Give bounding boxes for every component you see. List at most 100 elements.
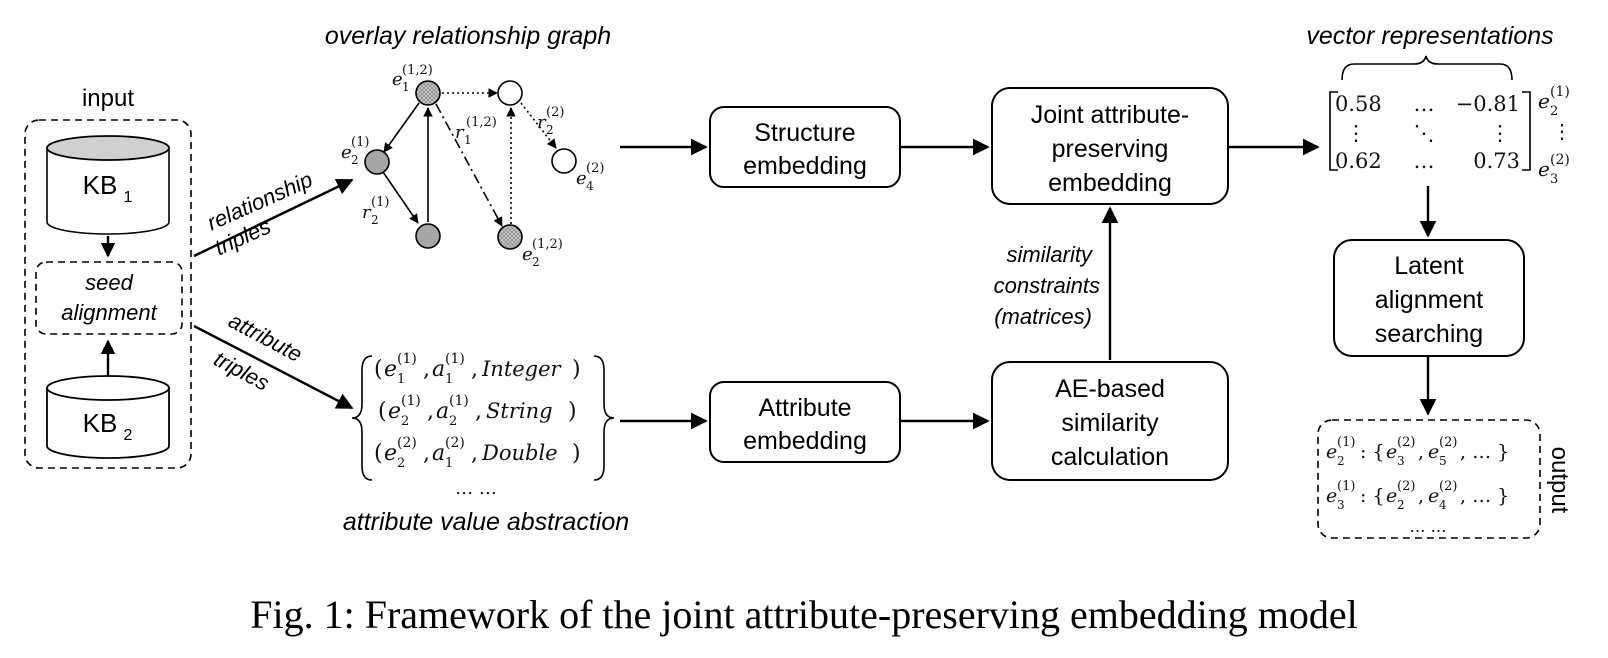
svg-text:2: 2 <box>397 456 405 471</box>
label-e4-2: e 4 (2) <box>576 161 604 193</box>
matrix-row-label-mid: ⋮ <box>1552 119 1572 143</box>
seed-alignment-box <box>35 261 183 335</box>
svg-text:,: , <box>427 399 434 424</box>
matrix-row-label-1: e 2 (1) <box>1538 84 1570 119</box>
svg-text:(2): (2) <box>1397 479 1415 494</box>
attribute-title: attribute value abstraction <box>343 508 629 536</box>
matrix-right-bracket <box>1522 91 1531 171</box>
input-dashed-border <box>24 119 192 469</box>
svg-text:(1): (1) <box>1337 435 1355 450</box>
svg-text:2: 2 <box>546 123 554 137</box>
svg-text:3: 3 <box>1550 172 1558 187</box>
svg-text:e: e <box>1326 441 1337 463</box>
label-e2-12: e 2 (1,2) <box>522 237 563 269</box>
output-group: e 2 (1) : { e 3 (2) , e 5 (2) , … } e 3 … <box>1317 419 1573 539</box>
svg-text:e: e <box>576 168 587 189</box>
svg-text:,: , <box>471 357 478 382</box>
kb2-cylinder: KB 2 <box>46 375 170 459</box>
latent-line2: alignment <box>1375 286 1483 314</box>
joint-line2: preserving <box>1052 135 1169 163</box>
svg-text:(2): (2) <box>546 105 564 120</box>
svg-text:Double: Double <box>481 441 558 465</box>
svg-text:e: e <box>1538 157 1550 181</box>
label-r2-2: r 2 (2) <box>537 105 564 137</box>
svg-text:e: e <box>1326 485 1337 507</box>
latent-line3: searching <box>1375 320 1483 348</box>
triple-arrows: relationship triples attribute triples <box>193 167 354 410</box>
ae-line2: similarity <box>1061 409 1159 437</box>
svg-text:, … }: , … } <box>1460 441 1509 463</box>
vectors-top-brace <box>1341 55 1513 81</box>
svg-text:1: 1 <box>445 372 453 387</box>
svg-text:(2): (2) <box>1397 435 1415 450</box>
latent-line1: Latent <box>1394 252 1464 280</box>
svg-text:5: 5 <box>1439 454 1447 468</box>
svg-text:(2): (2) <box>1439 435 1457 450</box>
svg-text:): ) <box>572 357 581 382</box>
svg-text:(2): (2) <box>1550 152 1570 168</box>
attr-row-3: ( e 2 (2) , a 1 (2) , Double ) <box>374 435 581 471</box>
kb1-subscript: 1 <box>124 189 133 206</box>
relationship-graph: overlay relationship graph e 1 (1,2) e 2… <box>325 22 611 269</box>
node-e2-12 <box>497 224 523 250</box>
matrix-cell-21: ⋮ <box>1346 121 1367 145</box>
svg-text:(1,2): (1,2) <box>402 63 433 78</box>
label-e1-12: e 1 (1,2) <box>392 63 433 94</box>
svg-text:(1): (1) <box>371 195 389 210</box>
svg-text:3: 3 <box>1397 454 1405 468</box>
node-bottom <box>415 223 441 249</box>
svg-text:String: String <box>486 399 553 423</box>
joint-embedding-box: Joint attribute- preserving embedding <box>991 87 1229 205</box>
svg-text:1: 1 <box>397 372 405 387</box>
matrix-row-label-3: e 3 (2) <box>1538 152 1570 187</box>
node-top-right <box>497 80 523 106</box>
svg-text:,: , <box>471 441 478 466</box>
svg-text:Integer: Integer <box>481 357 563 381</box>
kb1-cylinder: KB 1 <box>46 135 170 235</box>
structure-line1: Structure <box>754 119 855 147</box>
relationship-triples-arrow <box>193 178 354 258</box>
svg-text:r: r <box>455 122 465 143</box>
svg-text:(1,2): (1,2) <box>532 237 563 252</box>
svg-text:(1): (1) <box>1337 479 1355 494</box>
svg-text:(1): (1) <box>449 393 469 409</box>
svg-text:,: , <box>423 441 430 466</box>
svg-text:a: a <box>432 441 445 466</box>
svg-text:2: 2 <box>371 213 379 227</box>
svg-text:1: 1 <box>402 80 410 94</box>
ae-line1: AE-based <box>1055 375 1165 403</box>
matrix-cell-31: 0.62 <box>1335 149 1382 173</box>
node-e4-2 <box>551 148 577 174</box>
edge-e1-to-e2-12 <box>435 103 503 227</box>
similarity-constraints-label: similarity constraints (matrices) <box>994 242 1100 329</box>
attr-more: … … <box>455 478 497 499</box>
svg-text:e: e <box>1428 485 1439 507</box>
attribute-embedding-box: Attribute embedding <box>709 381 901 463</box>
attribute-abstraction: ( e 1 (1) , a 1 (1) , Integer ) ( e 2 (1… <box>343 351 629 536</box>
svg-text:e: e <box>384 357 397 382</box>
output-line-1: e 2 (1) : { e 3 (2) , e 5 (2) , … } <box>1326 435 1509 468</box>
svg-text:(1): (1) <box>1550 84 1570 100</box>
svg-text:,: , <box>423 357 430 382</box>
svg-text:(2): (2) <box>445 435 465 451</box>
latent-alignment-box: Latent alignment searching <box>1333 239 1525 357</box>
svg-text:e: e <box>384 441 397 466</box>
svg-text:r: r <box>537 112 547 133</box>
matrix-cell-22: ⋱ <box>1414 121 1435 145</box>
svg-text:,: , <box>1418 485 1424 507</box>
output-label: output <box>1546 447 1573 514</box>
svg-text:(: ( <box>374 441 383 466</box>
edge-e2-to-bottom <box>382 171 419 224</box>
svg-text:, … }: , … } <box>1460 485 1509 507</box>
output-dashed-box <box>1317 419 1541 539</box>
attribute-box-line2: embedding <box>743 427 867 455</box>
svg-text:4: 4 <box>1439 498 1447 512</box>
svg-text:a: a <box>432 357 445 382</box>
right-brace <box>593 355 615 481</box>
vector-representations: vector representations 0.58 … −0.81 ⋮ ⋱ … <box>1306 22 1572 187</box>
svg-text:1: 1 <box>445 456 453 471</box>
figure-caption: Fig. 1: Framework of the joint attribute… <box>250 592 1358 637</box>
input-label: input <box>82 85 134 112</box>
svg-text:2: 2 <box>449 414 457 429</box>
kb2-label: KB <box>83 408 118 438</box>
